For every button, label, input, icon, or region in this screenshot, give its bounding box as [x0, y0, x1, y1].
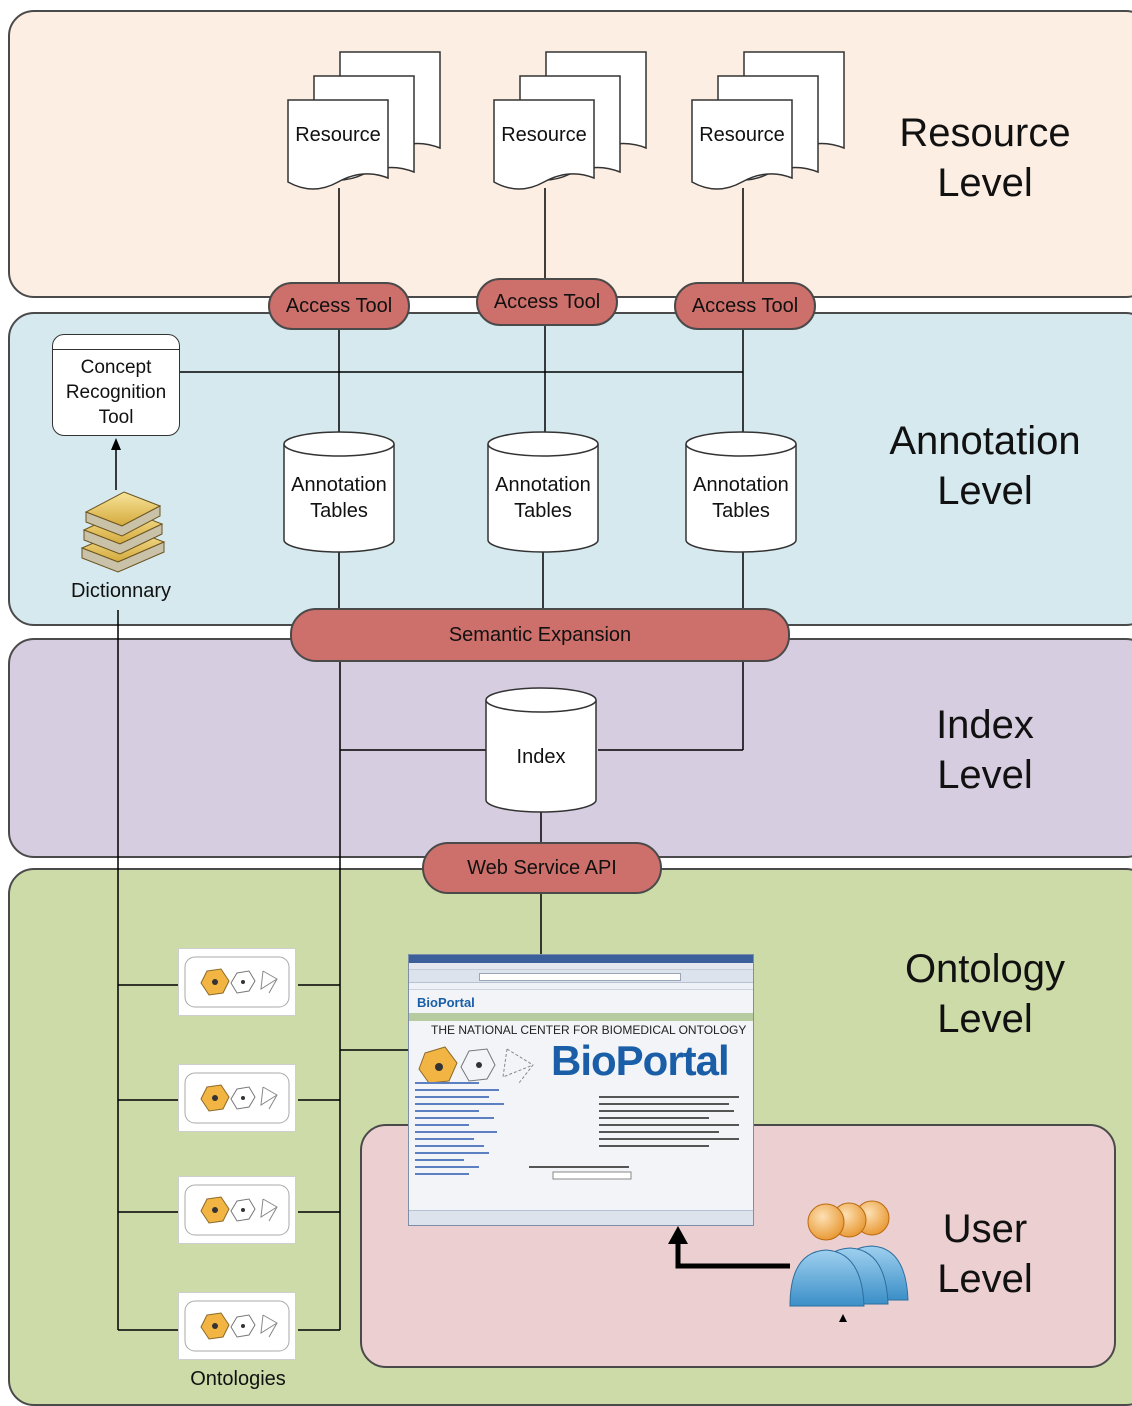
- annotation-cylinder-3: [685, 444, 797, 553]
- ontology-box-3: [178, 1176, 296, 1244]
- browser-menubar: [409, 963, 753, 970]
- ontology-logo-icon: [184, 1300, 290, 1352]
- bioportal-screenshot: BioPortal THE NATIONAL CENTER FOR BIOMED…: [408, 954, 754, 1226]
- user-group-icon: [789, 1200, 909, 1307]
- ontologies-label: Ontologies: [190, 1368, 286, 1390]
- bioportal-banner: THE NATIONAL CENTER FOR BIOMEDICAL ONTOL…: [431, 1023, 747, 1037]
- annotation-cylinder-1: [283, 444, 395, 553]
- ontology-box-2: [178, 1064, 296, 1132]
- browser-statusbar: [409, 1210, 753, 1225]
- ontology-box-1: [178, 948, 296, 1016]
- resource-label-3: Resource: [699, 124, 785, 146]
- resource-stack-3: [691, 51, 845, 190]
- ontology-box-4: [178, 1292, 296, 1360]
- access-tool-1: Access Tool: [268, 282, 410, 330]
- ontology-logo-icon: [184, 1184, 290, 1236]
- semantic-expansion: Semantic Expansion: [290, 608, 790, 662]
- resource-label-2: Resource: [501, 124, 587, 146]
- resource-stack-2: [493, 51, 647, 190]
- access-tool-2: Access Tool: [476, 278, 618, 326]
- index-cylinder: [485, 700, 597, 813]
- annotation-cylinder-2: [487, 444, 599, 553]
- bioportal-small-logo: BioPortal: [417, 995, 475, 1010]
- resource-stack-1: [287, 51, 441, 190]
- browser-toolbar: [409, 970, 753, 983]
- dictionary-label: Dictionnary: [70, 580, 172, 602]
- web-service-api: Web Service API: [422, 842, 662, 894]
- ontology-logo-icon: [184, 1072, 290, 1124]
- ontology-tree-lines: [415, 1082, 739, 1180]
- access-tool-3: Access Tool: [674, 282, 816, 330]
- dictionary-books: [80, 491, 166, 573]
- ontology-logo-icon: [184, 956, 290, 1008]
- browser-titlebar: [409, 955, 753, 963]
- bioportal-logo-mark: [418, 1046, 534, 1084]
- browser-bookmarks: [409, 983, 753, 990]
- resource-label-1: Resource: [295, 124, 381, 146]
- bioportal-logo-text: BioPortal: [551, 1037, 730, 1084]
- index-label: Index: [516, 746, 566, 768]
